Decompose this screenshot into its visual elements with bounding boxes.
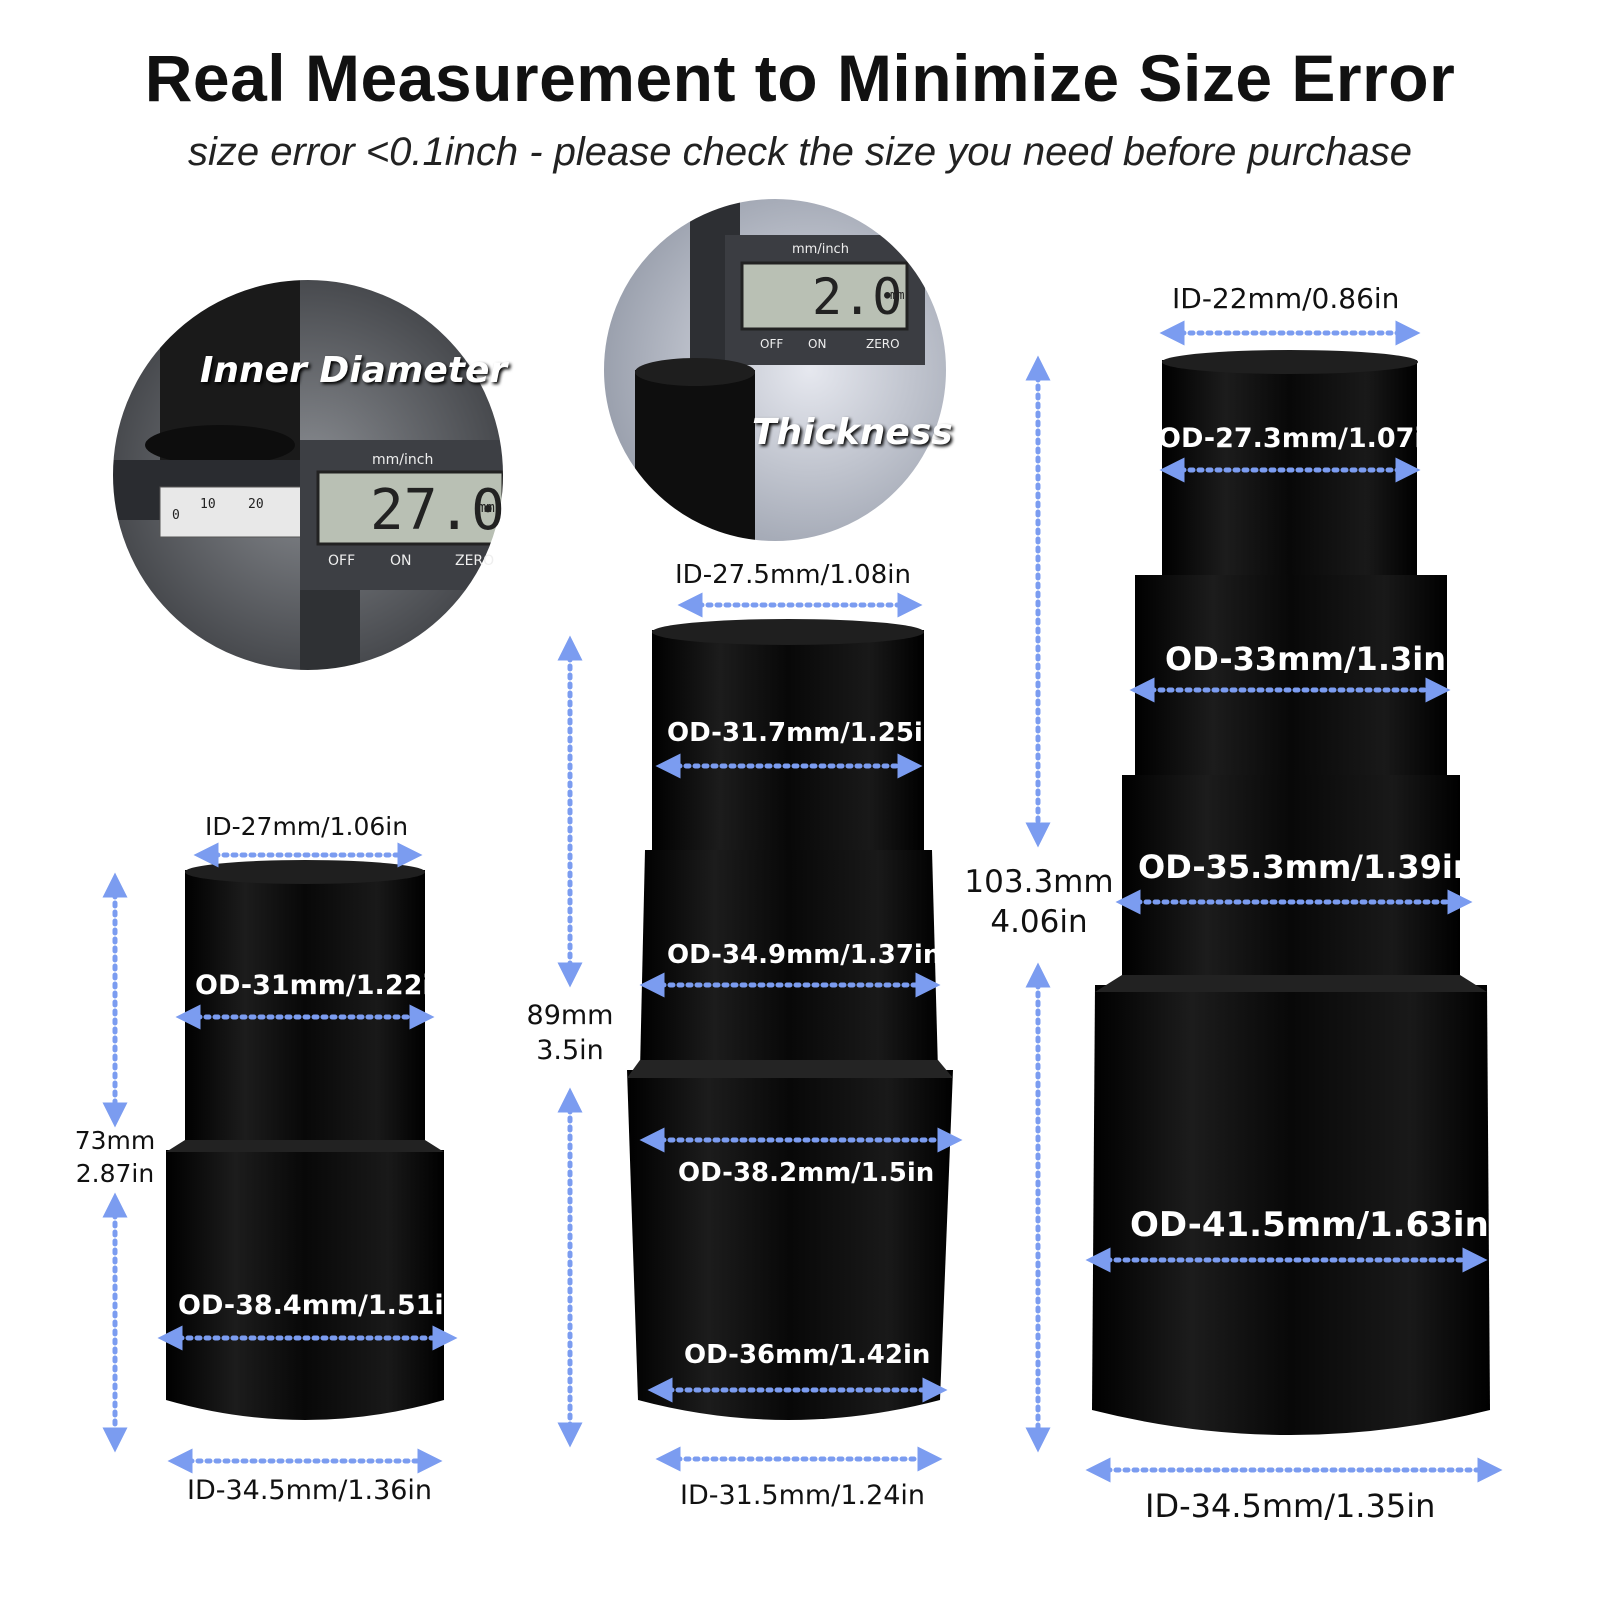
dimension-arrows xyxy=(102,320,1503,1483)
page-title: Real Measurement to Minimize Size Error xyxy=(144,41,1456,115)
caliper2-off-label: OFF xyxy=(760,337,784,351)
large-bottom-id: ID-34.5mm/1.35in xyxy=(1145,1487,1436,1525)
scale-10: 10 xyxy=(200,497,216,512)
medium-bottom-id: ID-31.5mm/1.24in xyxy=(680,1480,926,1511)
medium-height-in: 3.5in xyxy=(536,1035,604,1067)
inner-diameter-photo xyxy=(112,279,504,671)
medium-top-id: ID-27.5mm/1.08in xyxy=(675,560,911,590)
large-od1: OD-27.3mm/1.07in xyxy=(1158,423,1443,454)
scale-0: 0 xyxy=(172,508,180,523)
page-subtitle: size error <0.1inch - please check the s… xyxy=(187,130,1413,174)
small-height: 73mm 2.87in xyxy=(62,1125,168,1190)
large-top-id: ID-22mm/0.86in xyxy=(1172,282,1400,315)
small-top-id: ID-27mm/1.06in xyxy=(205,812,409,841)
caliper-off-label: OFF xyxy=(328,553,356,569)
caliper-on-label: ON xyxy=(390,553,412,569)
medium-od1: OD-31.7mm/1.25in xyxy=(667,718,942,748)
medium-od2: OD-34.9mm/1.37in xyxy=(667,940,942,970)
large-od2: OD-33mm/1.3in xyxy=(1165,640,1446,678)
medium-height-mm: 89mm xyxy=(526,1000,614,1031)
caliper-unit-label: mm/inch xyxy=(372,452,434,468)
small-bottom-id: ID-34.5mm/1.36in xyxy=(187,1475,433,1506)
large-od4: OD-41.5mm/1.63in xyxy=(1130,1205,1489,1245)
caliper2-mm-label: mm xyxy=(890,288,905,302)
large-height-in: 4.06in xyxy=(990,904,1088,941)
caliper-zero-label: ZERO xyxy=(455,553,495,569)
thickness-photo xyxy=(603,198,947,542)
small-height-in: 2.87in xyxy=(75,1158,155,1188)
caliper2-unit-label: mm/inch xyxy=(792,242,849,257)
small-od1: OD-31mm/1.22in xyxy=(195,970,451,1001)
large-height: 103.3mm 4.06in xyxy=(963,862,1115,943)
caliper-reading-2: 2.0 xyxy=(812,268,903,326)
scale-20: 20 xyxy=(248,497,264,512)
small-height-mm: 73mm xyxy=(74,1126,156,1155)
large-height-mm: 103.3mm xyxy=(964,864,1114,900)
medium-height: 89mm 3.5in xyxy=(515,998,625,1068)
caliper-reading-27: 27.0 xyxy=(370,478,505,543)
caliper-mm-label: mm xyxy=(478,500,495,516)
medium-adapter xyxy=(627,619,953,1420)
large-od3: OD-35.3mm/1.39in xyxy=(1138,848,1476,886)
medium-od3: OD-38.2mm/1.5in xyxy=(678,1158,935,1188)
inner-diameter-label: Inner Diameter xyxy=(200,350,508,391)
caliper2-on-label: ON xyxy=(808,337,827,351)
large-adapter xyxy=(1092,350,1490,1435)
caliper2-zero-label: ZERO xyxy=(866,337,900,351)
small-od2: OD-38.4mm/1.51in xyxy=(178,1290,463,1321)
medium-od4: OD-36mm/1.42in xyxy=(684,1340,931,1370)
thickness-label: Thickness xyxy=(752,412,953,453)
